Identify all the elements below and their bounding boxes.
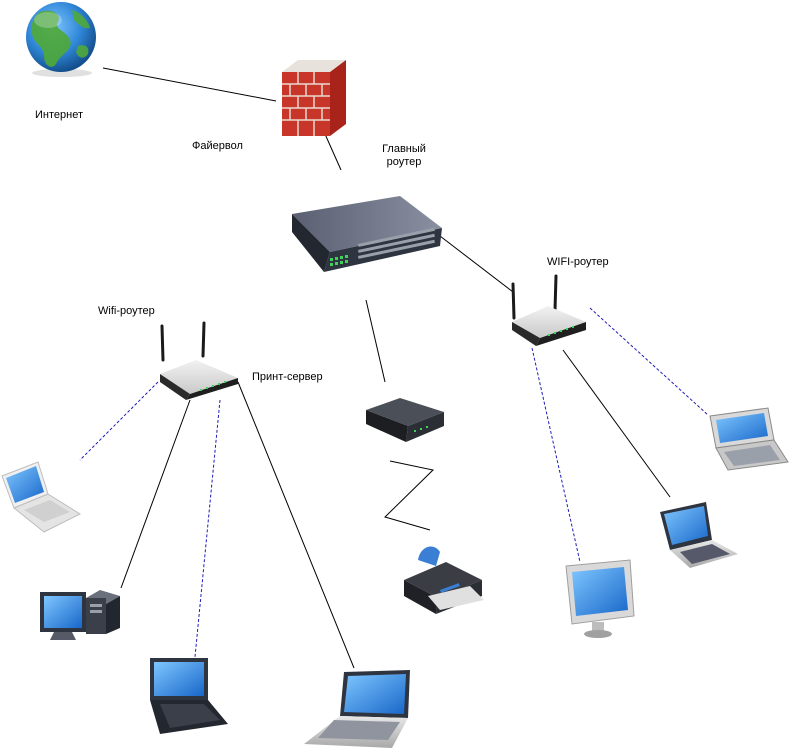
wifi-router-right-icon — [511, 274, 586, 346]
link-wifi-left-laptop-white — [79, 381, 159, 461]
laptop-right-icon — [660, 502, 738, 568]
link-wifi-left-desktop — [120, 399, 191, 589]
globe-icon — [26, 2, 96, 77]
wifi-router-right-label: WIFI-роутер — [547, 256, 609, 268]
netbook-icon — [304, 670, 410, 748]
link-main-router-wifi-right — [439, 235, 514, 293]
link-wifi-right-pda — [589, 307, 709, 416]
main-router-switch-icon — [292, 196, 442, 272]
print-server-icon — [366, 398, 444, 442]
main-router-label-line1: Главный — [382, 143, 426, 155]
pda-icon — [709, 407, 789, 471]
link-firewall-main-router — [324, 133, 342, 171]
link-wifi-left-tablet-laptop — [194, 399, 221, 658]
firewall-icon — [282, 60, 346, 136]
wifi-router-left-label: Wifi-роутер — [98, 305, 155, 317]
link-main-router-print-server — [365, 299, 386, 383]
tablet-laptop-icon — [150, 658, 228, 734]
monitor-icon — [565, 559, 635, 638]
printer-icon — [404, 546, 484, 614]
link-print-server-printer — [384, 460, 435, 531]
main-router-label: Главный роутер — [378, 143, 430, 169]
links — [79, 67, 709, 669]
wifi-router-left-icon — [160, 321, 238, 400]
desktop-pc-icon — [40, 590, 120, 640]
internet-label: Интернет — [35, 109, 83, 121]
laptop-white-icon — [1, 461, 82, 533]
firewall-label: Файервол — [192, 140, 243, 152]
print-server-label: Принт-сервер — [252, 371, 323, 383]
link-internet-firewall — [102, 67, 277, 102]
link-wifi-right-laptop — [562, 349, 671, 498]
link-wifi-right-monitor — [531, 347, 581, 563]
main-router-label-line2: роутер — [386, 156, 422, 168]
link-wifi-left-netbook — [237, 381, 355, 669]
